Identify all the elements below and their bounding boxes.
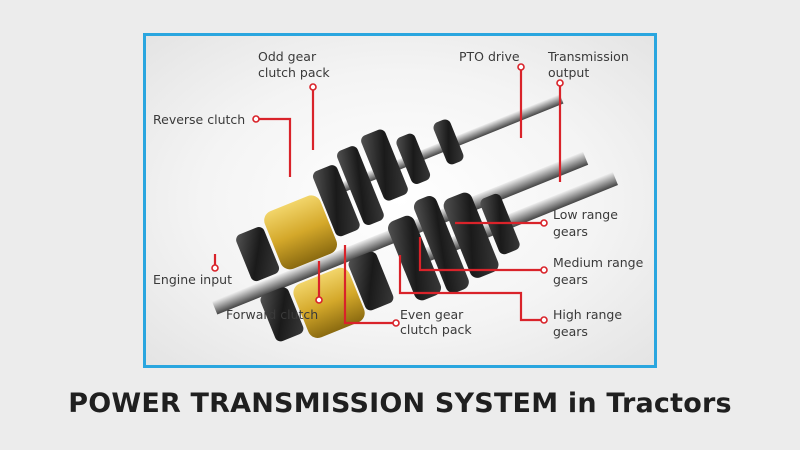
leader-high-range <box>398 255 542 322</box>
label-low-range-line1: Low range <box>553 207 618 222</box>
even-gear-clutch-pack <box>293 267 365 338</box>
label-odd-gear-line1: Odd gear <box>258 49 317 64</box>
label-odd-gear-line2: clutch pack <box>258 65 330 80</box>
page-title: POWER TRANSMISSION SYSTEM in Tractors <box>68 388 732 419</box>
label-even-gear-line1: Even gear <box>400 307 464 322</box>
leader-reverse-clutch <box>258 117 292 177</box>
label-medium-range-line2: gears <box>553 272 588 287</box>
label-transmission-output-line2: output <box>548 65 589 80</box>
leader-dots <box>211 63 564 327</box>
gearbox-illustration <box>212 94 618 342</box>
label-high-range-line2: gears <box>553 324 588 339</box>
label-even-gear-line2: clutch pack <box>400 322 472 337</box>
label-medium-range-line1: Medium range <box>553 255 644 270</box>
label-low-range-line2: gears <box>553 224 588 239</box>
leader-medium-range <box>418 237 542 272</box>
label-reverse-clutch: Reverse clutch <box>153 112 245 127</box>
odd-gear-clutch-pack <box>264 195 338 270</box>
label-pto-drive: PTO drive <box>459 49 520 64</box>
label-engine-input: Engine input <box>153 272 232 287</box>
label-high-range-line1: High range <box>553 307 622 322</box>
leader-lines <box>213 68 562 325</box>
leader-even-gear <box>343 245 395 325</box>
label-transmission-output-line1: Transmission <box>547 49 629 64</box>
label-forward-clutch: Forward clutch <box>226 307 318 322</box>
